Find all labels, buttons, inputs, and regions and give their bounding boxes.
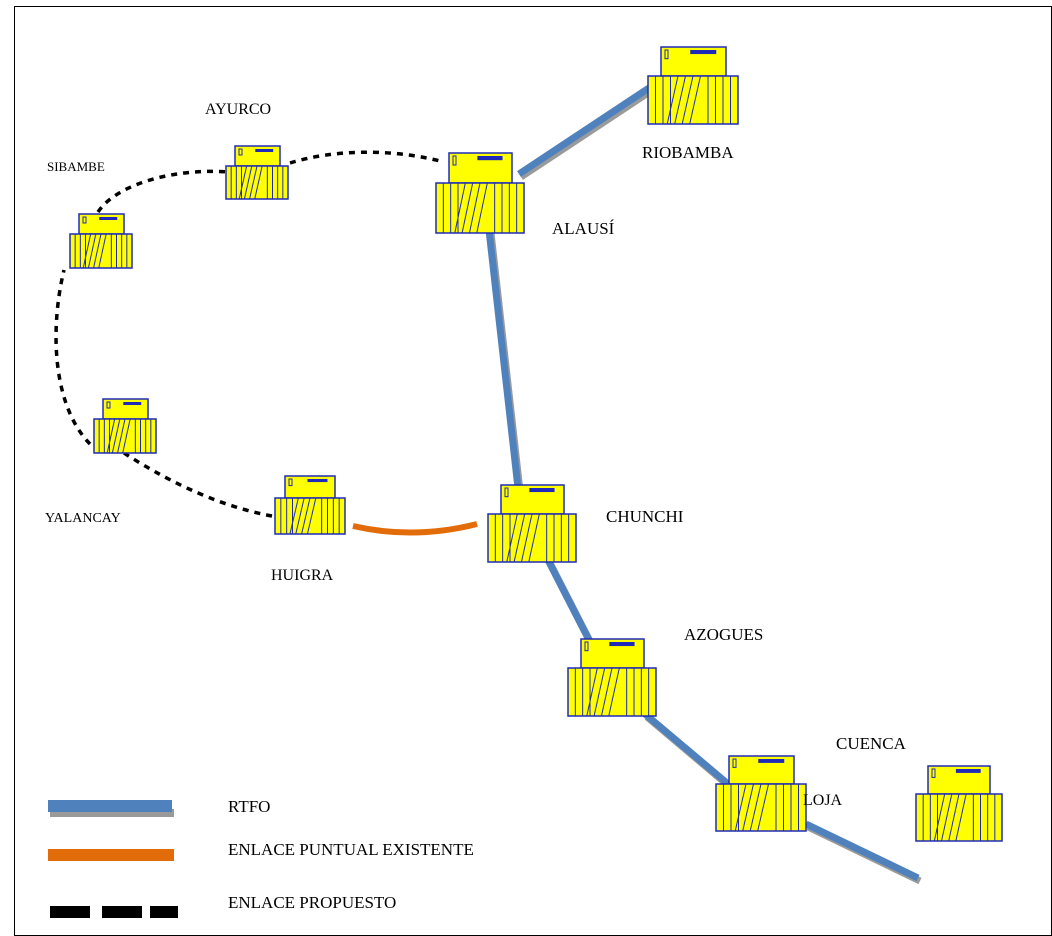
legend-swatch-proposed — [50, 906, 178, 918]
link-azogues-cuenca — [642, 711, 733, 790]
node-huigra-rack-equipment-icon — [274, 475, 346, 535]
node-sibambe-rack-equipment-icon — [69, 213, 133, 269]
node-alausi-rack-equipment-icon — [435, 152, 525, 234]
node-label-riobamba: RIOBAMBA — [642, 143, 734, 162]
node-label-azogues: AZOGUES — [684, 625, 763, 644]
nodes-layer — [69, 46, 1003, 842]
node-cuenca-rack-equipment-icon — [715, 755, 807, 832]
links-layer — [54, 83, 922, 885]
legend-item-proposed: ENLACE PROPUESTO — [50, 893, 396, 918]
node-chunchi-rack-equipment-icon — [487, 484, 577, 563]
legend-swatch-rtfo — [48, 800, 174, 817]
node-label-ayurco: AYURCO — [205, 101, 271, 118]
link-ayurco-alausi — [289, 150, 441, 165]
link-alausi-riobamba — [517, 83, 656, 180]
legend-item-rtfo: RTFO — [48, 797, 270, 817]
node-riobamba-rack-equipment-icon — [647, 46, 739, 125]
node-label-sibambe: SIBAMBE — [47, 159, 105, 174]
legend-label-proposed: ENLACE PROPUESTO — [228, 893, 396, 912]
link-huigra-yalancay — [123, 451, 273, 518]
node-label-huigra: HUIGRA — [271, 567, 334, 584]
link-cuenca-loja — [804, 820, 922, 885]
legend-swatch-existing — [48, 849, 174, 861]
labels-layer: RIOBAMBA ALAUSÍ AYURCO SIBAMBE YALANCAY HUIGR… — [45, 101, 907, 809]
link-yalancay-sibambe — [54, 269, 92, 446]
node-loja-rack-equipment-icon — [915, 765, 1003, 842]
node-label-chunchi: CHUNCHI — [606, 507, 684, 526]
legend: RTFO ENLACE PUNTUAL EXISTENTE ENLACE PROPU… — [48, 797, 474, 918]
legend-item-existing: ENLACE PUNTUAL EXISTENTE — [48, 840, 474, 861]
node-label-cuenca: CUENCA — [836, 734, 907, 753]
link-sibambe-ayurco — [96, 169, 229, 214]
node-ayurco-rack-equipment-icon — [225, 145, 289, 200]
node-label-yalancay: YALANCAY — [45, 511, 121, 526]
link-alausi-chunchi — [485, 229, 524, 492]
link-huigra-chunchi — [352, 521, 478, 536]
node-yalancay-rack-equipment-icon — [93, 398, 157, 454]
link-chunchi-azogues — [544, 558, 596, 647]
node-label-alausi: ALAUSÍ — [552, 219, 615, 238]
legend-label-rtfo: RTFO — [228, 797, 270, 816]
legend-label-existing: ENLACE PUNTUAL EXISTENTE — [228, 840, 474, 859]
node-label-loja: LOJA — [803, 792, 843, 809]
node-azogues-rack-equipment-icon — [567, 638, 657, 717]
